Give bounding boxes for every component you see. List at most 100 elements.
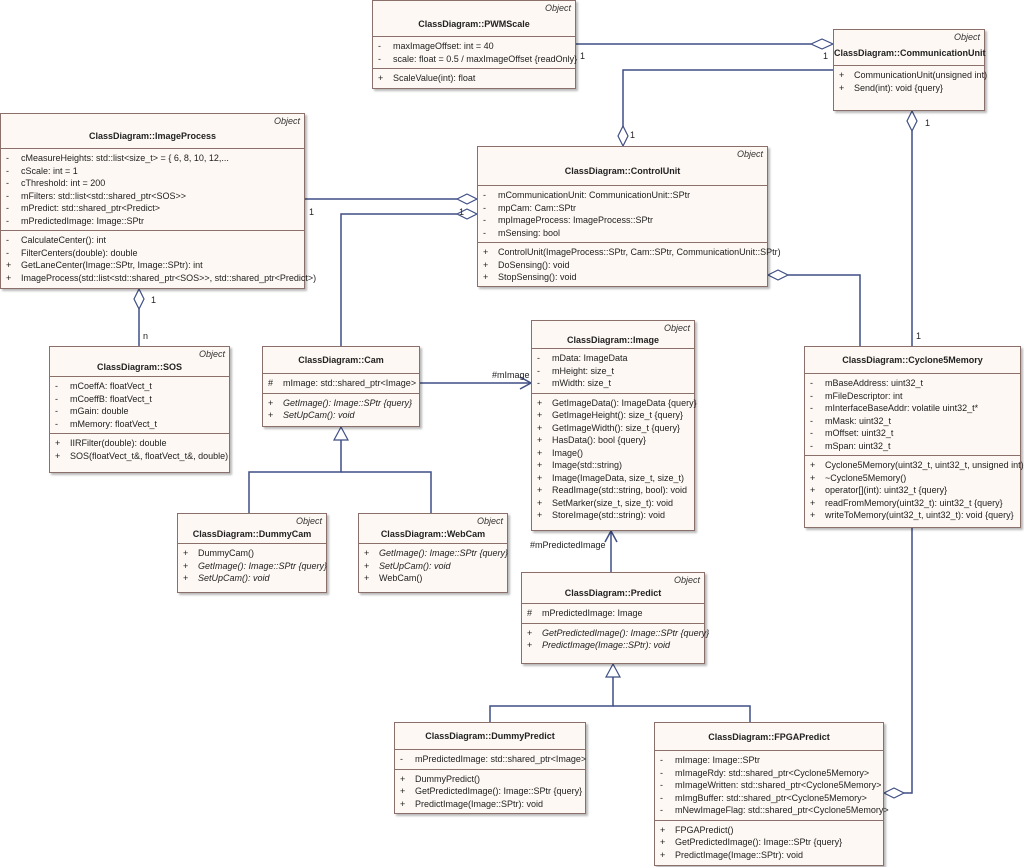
- visibility-marker: +: [537, 485, 543, 495]
- class-member: +SetUpCam(): void: [263, 409, 419, 422]
- class-member: - mData: ImageData: [532, 352, 694, 365]
- operations-section: +Cyclone5Memory(uint32_t, uint32_t, unsi…: [805, 456, 1024, 525]
- member-text: readFromMemory(uint32_t): uint32_t {quer…: [825, 497, 1003, 508]
- class-member: +PredictImage(Image::SPtr): void: [395, 798, 585, 811]
- class-member: -mCoeffA: floatVect_t: [50, 380, 229, 393]
- class-member: -mCoeffB: floatVect_t: [50, 393, 229, 406]
- class-member: -mNewImageFlag: std::shared_ptr<Cyclone5…: [655, 804, 889, 817]
- class-member: +FPGAPredict(): [655, 824, 883, 837]
- visibility-marker: +: [364, 573, 370, 583]
- role-label-mimage: #mImage: [492, 370, 530, 380]
- member-text: mBaseAddress: uint32_t: [825, 378, 924, 388]
- class-name: ClassDiagram::CommunicationUnit: [834, 48, 986, 58]
- class-header: ClassDiagram::FPGAPredict: [655, 723, 883, 751]
- inheritance-triangle-icon: [604, 662, 622, 678]
- member-text: mMemory: floatVect_t: [70, 418, 158, 429]
- visibility-marker: -: [537, 353, 540, 363]
- member-text: scale: float = 0.5 / maxImageOffset {rea…: [393, 53, 578, 64]
- visibility-marker: +: [183, 548, 189, 558]
- class-member: +GetPredictedImage(): Image::SPtr {query…: [655, 836, 883, 849]
- visibility-marker: +: [400, 773, 406, 784]
- multiplicity-sos-top: n: [143, 331, 149, 341]
- class-member: #mImage: std::shared_ptr<Image>: [263, 377, 419, 390]
- attributes-section: -cMeasureHeights: std::list<size_t> = { …: [1, 149, 304, 231]
- class-member: -mImage: Image::SPtr: [655, 754, 883, 767]
- member-text: WebCam(): [379, 573, 423, 583]
- class-member: -mMask: uint32_t: [805, 415, 1020, 428]
- member-text: StoreImage(std::string): void: [552, 510, 666, 520]
- class-member: +DummyPredict(): [395, 773, 585, 786]
- class-member: -scale: float = 0.5 / maxImageOffset {re…: [373, 53, 578, 66]
- member-text: GetImage(): Image::SPtr {query}: [283, 397, 413, 408]
- visibility-marker: -: [660, 792, 663, 803]
- visibility-marker: #: [527, 608, 533, 618]
- assoc-cyclone5memory-fpgapredict: [904, 528, 913, 794]
- member-text: mImage: std::shared_ptr<Image>: [283, 378, 417, 388]
- class-member: + IIRFilter(double): double: [50, 437, 229, 450]
- class-cyclone5memory[interactable]: ClassDiagram::Cyclone5Memory-mBaseAddres…: [804, 346, 1024, 528]
- member-text: mInterfaceBaseAddr: volatile uint32_t*: [825, 403, 979, 413]
- aggregation-diamond-icon: [882, 787, 906, 799]
- visibility-marker: -: [483, 190, 486, 200]
- class-member: + DoSensing(): void: [478, 259, 767, 272]
- attributes-section: -mCoeffA: floatVect_t-mCoeffB: floatVect…: [50, 377, 229, 434]
- class-member: -mpImageProcess: ImageProcess::SPtr: [478, 214, 767, 227]
- member-text: ScaleValue(int): float: [393, 73, 476, 83]
- member-text: Send(int): void {query}: [854, 82, 944, 93]
- class-stereotype: Object: [663, 323, 690, 333]
- class-dummypredict[interactable]: ClassDiagram::DummyPredict-mPredictedIma…: [394, 722, 586, 814]
- visibility-marker: -: [810, 390, 813, 401]
- class-member: + GetImage(): Image::SPtr {query}: [263, 397, 419, 410]
- multiplicity-cyclone5memory-top: 1: [916, 331, 922, 341]
- visibility-marker: +: [810, 510, 816, 520]
- class-member: -mImgBuffer: std::shared_ptr<Cyclone5Mem…: [655, 792, 883, 805]
- visibility-marker: +: [537, 447, 543, 458]
- class-member: -mPredictedImage: Image::SPtr: [1, 215, 304, 228]
- class-member: +SetMarker(size_t, size_t): void: [532, 497, 694, 510]
- member-text: CommunicationUnit(unsigned int): [854, 70, 988, 80]
- member-text: ControlUnit(ImageProcess::SPtr, Cam::SPt…: [498, 247, 781, 257]
- member-text: DoSensing(): void: [498, 259, 570, 270]
- member-text: GetPredictedImage(): Image::SPtr {query}: [415, 786, 583, 796]
- class-member: -mImageRdy: std::shared_ptr<Cyclone5Memo…: [655, 767, 883, 780]
- generalization-dummypredict-predict: [489, 677, 614, 722]
- visibility-marker: +: [483, 259, 489, 270]
- class-name: ClassDiagram::WebCam: [380, 529, 486, 539]
- member-text: SOS(floatVect_t&, floatVect_t&, double): [70, 450, 229, 461]
- attributes-section: -mCommunicationUnit: CommunicationUnit::…: [478, 186, 767, 243]
- attributes-section: -maxImageOffset: int = 40-scale: float =…: [373, 37, 578, 69]
- class-fpgapredict[interactable]: ClassDiagram::FPGAPredict-mImage: Image:…: [654, 722, 889, 866]
- role-label-mpredictedimage: #mPredictedImage: [530, 540, 606, 550]
- multiplicity-controlunit-top: 1: [630, 130, 636, 140]
- visibility-marker: +: [6, 272, 12, 283]
- member-text: mImageRdy: std::shared_ptr<Cyclone5Memor…: [675, 767, 870, 778]
- visibility-marker: +: [268, 397, 274, 408]
- visibility-marker: +: [660, 824, 666, 835]
- member-text: IIRFilter(double): double: [70, 438, 167, 448]
- class-cam[interactable]: ClassDiagram::Cam#mImage: std::shared_pt…: [262, 346, 420, 427]
- arrowhead-icon: [604, 529, 618, 543]
- class-member: +StopSensing(): void: [478, 271, 767, 284]
- assoc-cyclone5memory-controlunit: [788, 274, 861, 346]
- member-text: mPredict: std::shared_ptr<Predict>: [21, 203, 161, 213]
- visibility-marker: +: [537, 422, 543, 433]
- class-member: +StoreImage(std::string): void: [532, 509, 694, 522]
- class-member: +GetPredictedImage(): Image::SPtr {query…: [395, 785, 585, 798]
- visibility-marker: -: [537, 378, 540, 388]
- attributes-section: #mPredictedImage: Image: [522, 604, 704, 624]
- class-member: +SetUpCam(): void: [178, 572, 326, 585]
- visibility-marker: +: [810, 472, 816, 483]
- visibility-marker: +: [55, 438, 61, 448]
- member-text: mData: ImageData: [552, 353, 628, 363]
